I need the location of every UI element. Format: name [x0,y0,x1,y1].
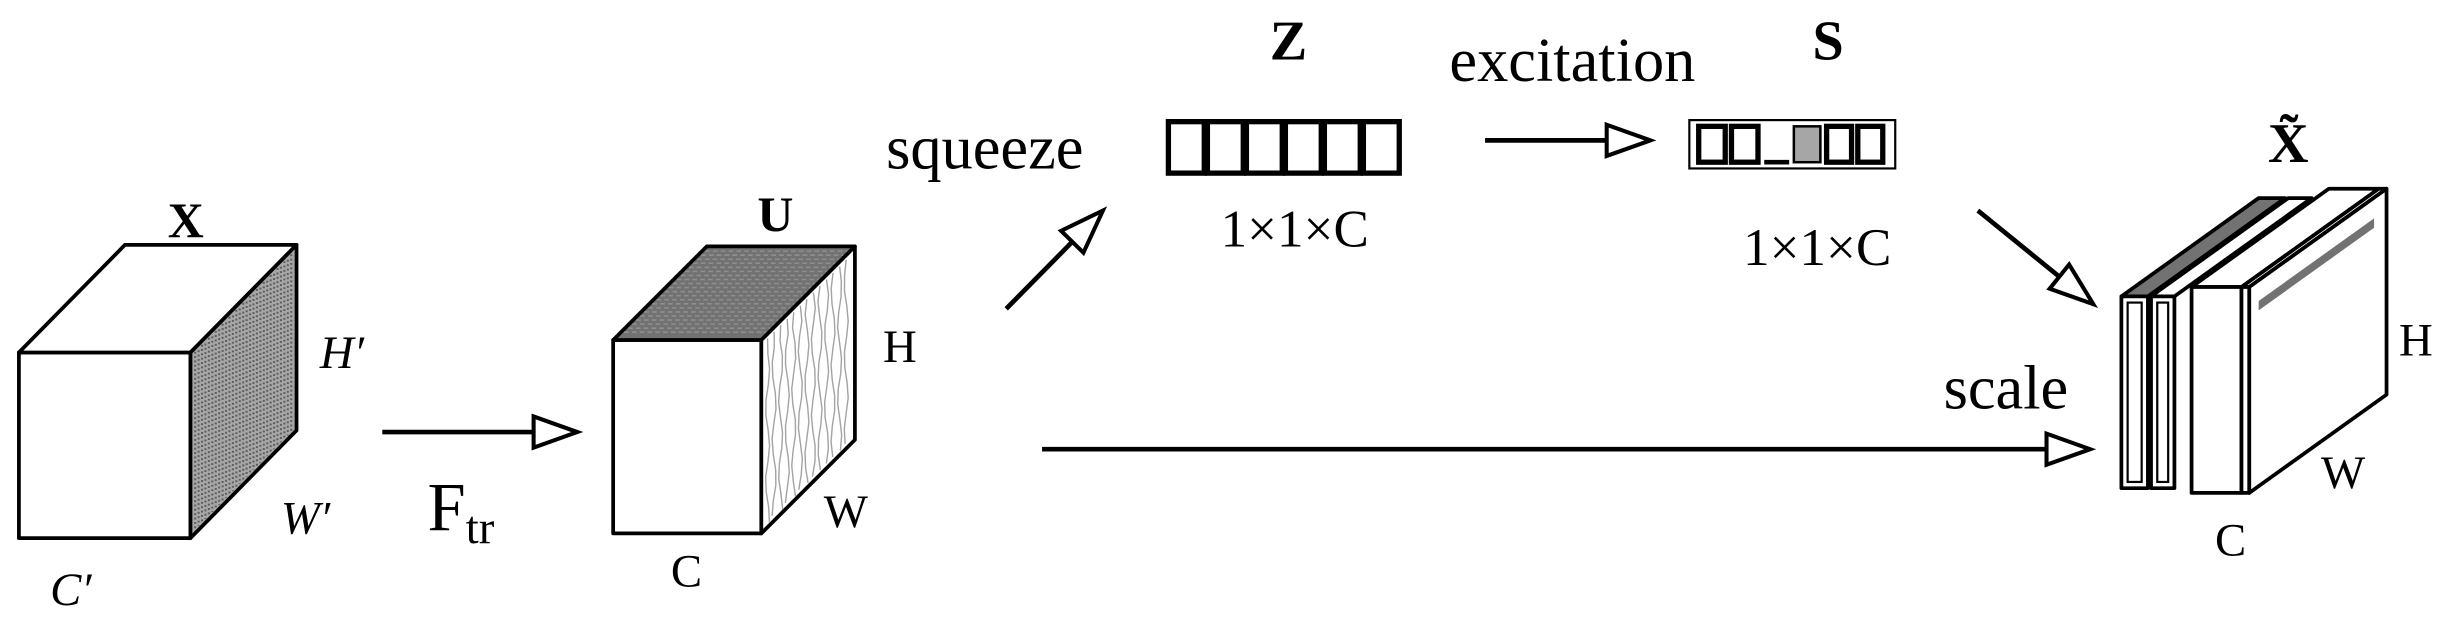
z-cell [1165,119,1207,176]
transform-label: Ftr [428,469,495,553]
input-tensor-x: X H′ W′ C′ [17,193,365,616]
input-channels-label: C′ [50,564,92,616]
scale-arrowhead [2044,430,2097,468]
scale-arrow [1042,430,2097,468]
output-height-label: H [2399,315,2433,367]
output-slab-front [2149,294,2177,491]
output-slab-inner-edge [2126,301,2143,484]
squeeze-arrow [1004,206,1108,311]
s-cell-highlighted [1792,125,1822,164]
output-slab [2149,196,2314,491]
squeeze-arrowhead [1057,206,1108,257]
excitation-label: excitation [1449,26,1695,95]
output-slab [2239,186,2389,495]
texture-stroke [804,299,810,484]
transform-subscript: tr [466,502,495,554]
excitation-arrowhead [1604,121,1657,159]
input-width-label: W′ [281,492,331,544]
feature-channels-label: C [671,545,702,597]
output-tensor-x-tilde: X̃ H W C [2119,113,2433,566]
excitation-arrow [1485,121,1657,159]
feature-front-face [611,338,764,536]
output-shaded-channel [2258,218,2375,311]
output-slab-inner-edge [2156,301,2170,484]
input-label: X [168,193,204,248]
z-cell [1282,119,1324,176]
output-width-label: W [2321,447,2366,499]
z-cell [1360,119,1402,176]
texture-stroke [817,285,823,471]
transform-arrow [382,413,584,451]
feature-top-texture [624,250,848,333]
z-vector [1165,119,1402,176]
texture-stroke [810,292,817,477]
input-front-face [17,350,193,540]
texture-stroke [830,272,836,458]
feature-side-texture [764,259,849,523]
s-cell [1823,123,1855,165]
z-shape-label: 1×1×C [1221,200,1369,258]
output-slab-front [2189,285,2244,495]
texture-stroke [784,318,790,503]
s-vector-frame [1688,119,1897,170]
s-label: S [1813,10,1844,72]
output-channels-label: C [2215,514,2246,566]
feature-label: U [757,187,793,242]
texture-stroke [764,338,771,523]
transform-symbol: F [428,469,466,545]
feature-map-u: U H W C [611,187,917,597]
output-label: X̃ [2268,113,2309,175]
s-vector [1688,119,1897,170]
z-cell [1321,119,1363,176]
texture-stroke [771,331,777,517]
s-cell [1696,123,1728,165]
scale-label: scale [1944,354,2069,423]
squeeze-arrow-shaft [1004,240,1074,311]
feature-side-face [759,244,857,536]
texture-stroke [777,325,784,510]
texture-stroke [797,305,804,490]
s-to-output-arrow [1976,208,2099,308]
z-cell [1204,119,1246,176]
texture-stroke [823,279,830,464]
z-cell [1243,119,1285,176]
s-to-output-arrow-shaft [1976,208,2061,279]
z-label: Z [1270,10,1307,72]
feature-width-label: W [824,486,869,538]
texture-stroke [836,266,843,451]
s-shape-label: 1×1×C [1743,219,1891,277]
s-cell [1728,123,1761,165]
input-height-label: H′ [319,327,365,379]
texture-stroke [843,259,849,444]
squeeze-label: squeeze [886,113,1083,182]
output-side-face [2247,186,2389,495]
texture-stroke [791,312,797,497]
transform-arrowhead [531,413,584,451]
s-to-output-arrowhead [2046,261,2099,308]
input-side-texture [194,254,293,530]
feature-height-label: H [883,321,917,373]
s-cell [1855,123,1886,165]
output-slab-front [2119,294,2150,491]
